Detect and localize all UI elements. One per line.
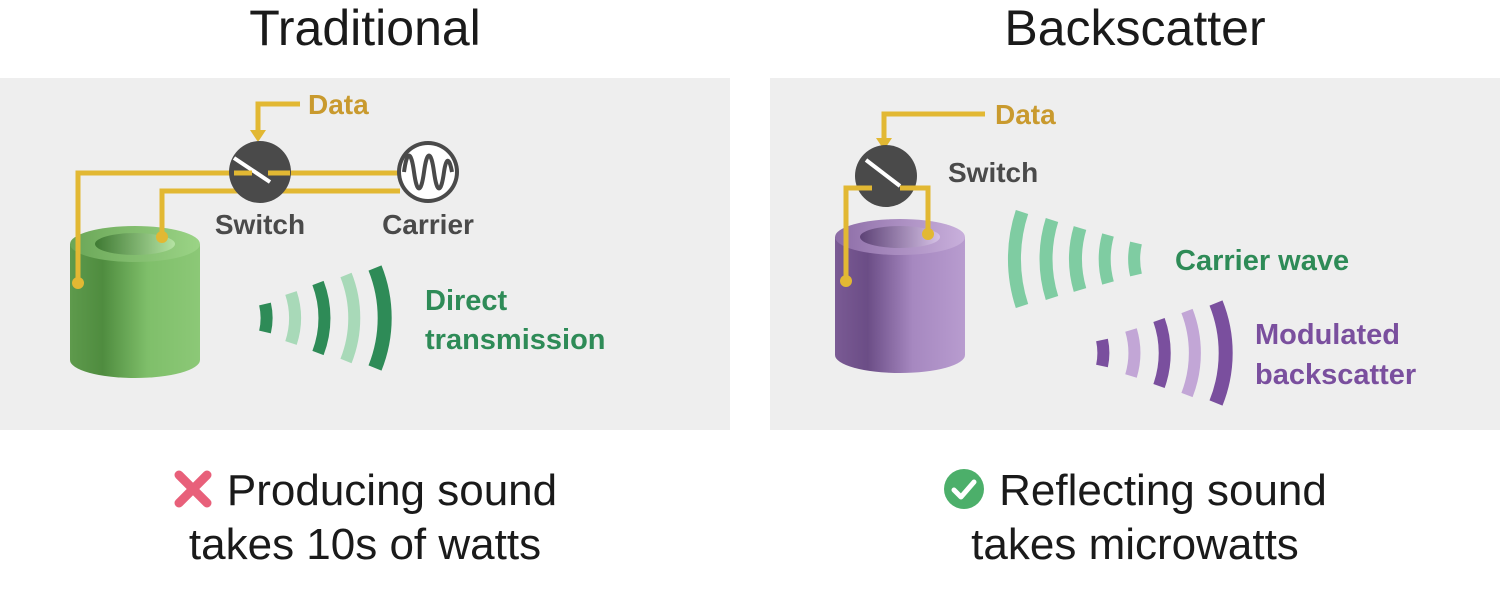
backscatter-caption-line1: Reflecting sound: [770, 464, 1500, 518]
carrier-label: Carrier: [382, 209, 474, 240]
backscatter-data-label: Data: [995, 99, 1056, 130]
check-circle-icon: [944, 469, 985, 510]
modulated-backscatter-label-line2: backscatter: [1255, 359, 1416, 391]
traditional-caption-text1: Producing sound: [226, 466, 558, 515]
direct-transmission-label-line1: Direct: [425, 285, 508, 317]
traditional-caption-line1: Producing sound: [0, 464, 730, 518]
modulated-backscatter-wave-icon: [1096, 300, 1233, 406]
carrier-oscillator-icon: [397, 141, 459, 203]
traditional-title: Traditional: [249, 0, 481, 56]
backscatter-data-arrow: [876, 138, 892, 150]
backscatter-switch-icon: [855, 145, 917, 207]
traditional-data-label: Data: [308, 89, 369, 120]
direct-transmission-wave-icon: [259, 265, 392, 371]
backscatter-wire-terminal-inner: [922, 228, 934, 240]
carrier-wave-icon: [1007, 209, 1142, 309]
traditional-data-arrow: [250, 130, 266, 142]
traditional-switch-icon: [229, 141, 291, 203]
backscatter-wire-terminal: [840, 275, 852, 287]
backscatter-title: Backscatter: [1004, 0, 1266, 56]
traditional-switch-label: Switch: [215, 209, 305, 240]
traditional-caption-line2: takes 10s of watts: [188, 520, 542, 569]
direct-transmission-label-line2: transmission: [425, 324, 606, 356]
modulated-backscatter-label-line1: Modulated: [1255, 319, 1400, 351]
backscatter-transducer: [835, 219, 965, 373]
carrier-wave-label: Carrier wave: [1175, 245, 1349, 277]
backscatter-caption-line2: takes microwatts: [971, 520, 1299, 569]
traditional-wire-terminal-inner: [156, 231, 168, 243]
backscatter-caption-text1: Reflecting sound: [999, 466, 1327, 515]
traditional-transducer: [70, 226, 200, 378]
traditional-caption: Producing sound takes 10s of watts: [0, 464, 730, 572]
traditional-wire-terminal: [72, 277, 84, 289]
cross-icon: [174, 470, 212, 508]
traditional-wires: [75, 101, 400, 283]
backscatter-switch-label: Switch: [948, 157, 1038, 188]
backscatter-caption: Reflecting sound takes microwatts: [770, 464, 1500, 572]
